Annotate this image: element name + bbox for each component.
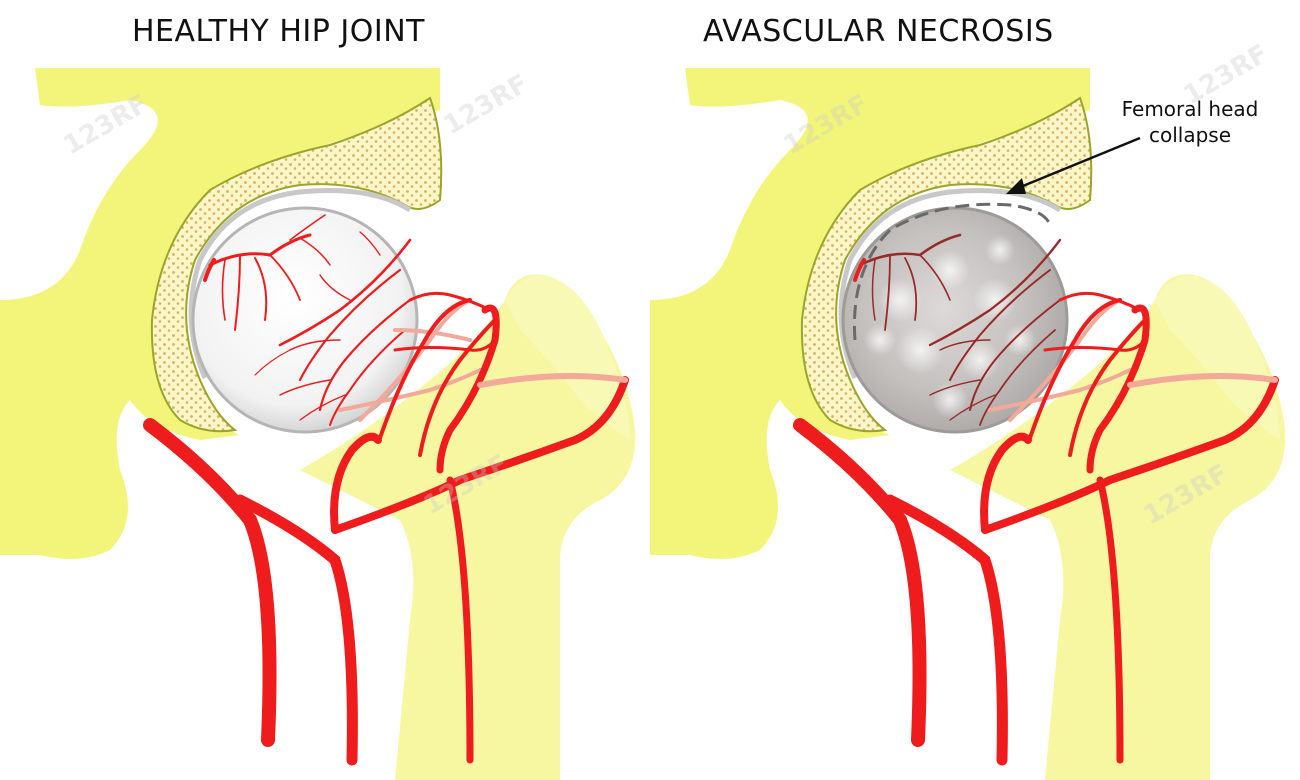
collapse-annotation-label: Femoral head collapse [1120,96,1260,148]
necrotic-mottling [864,235,1036,418]
collapse-pointer-arrow [1006,136,1141,194]
femoral-head-collapse-outline [852,202,1052,341]
healthy-head-vessels [208,214,412,426]
healthy-acetabular-vessel [203,258,216,282]
healthy-hip-panel [0,68,635,780]
necrosis-neck-vessels-faded [988,298,1132,422]
healthy-retinacular-arteries [378,291,497,457]
healthy-panel-title: HEALTHY HIP JOINT [132,14,425,49]
necrosis-hip-panel [650,68,1285,780]
necrosis-acetabular-vessel [853,258,866,282]
annotation-line-2: collapse [1148,123,1232,147]
necrosis-retinacular-arteries [1028,291,1147,457]
annotation-line-1: Femoral head [1121,97,1259,121]
necrotic-head-vessels [858,233,1062,426]
necrosis-panel-title: AVASCULAR NECROSIS [703,14,1054,49]
